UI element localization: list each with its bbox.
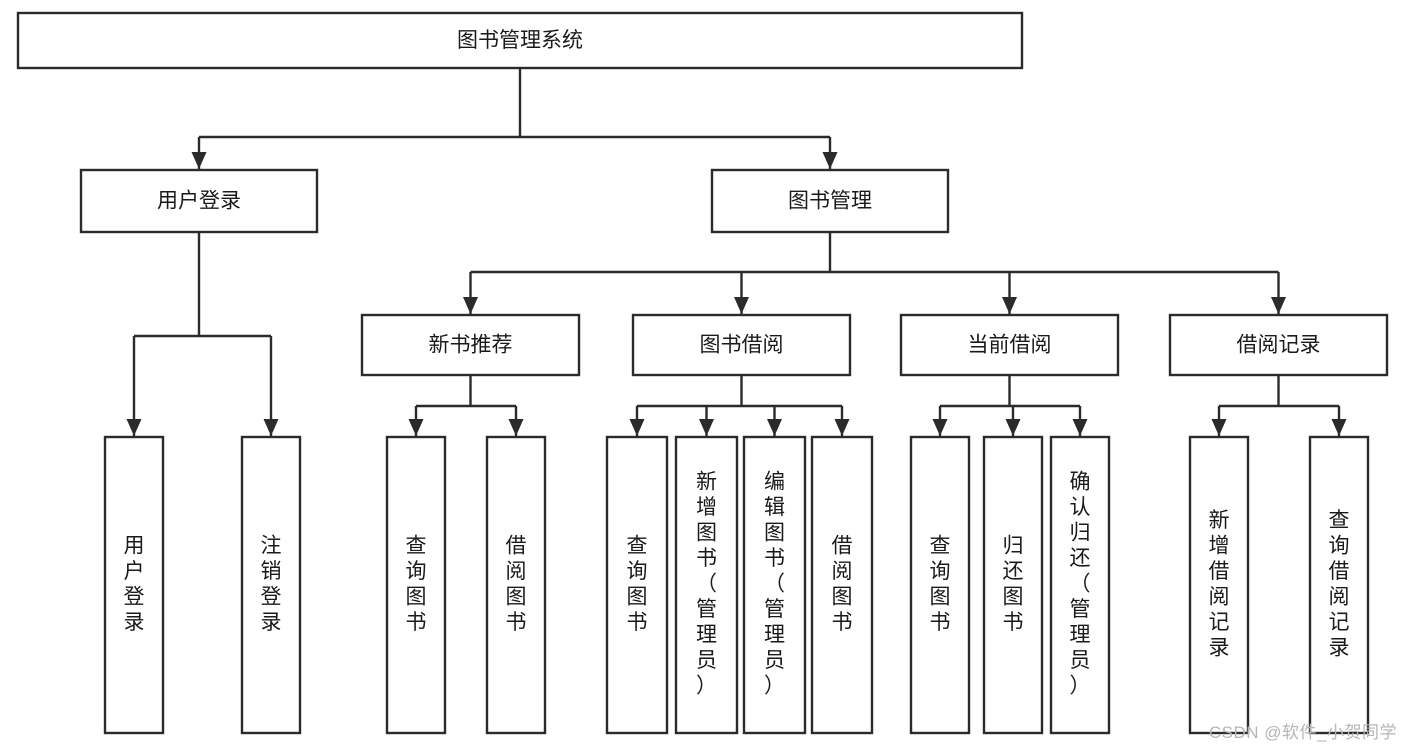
connectors-layer — [126, 68, 1347, 436]
level1-node-1-label: 图书管理 — [788, 190, 872, 213]
arrow-head-icon — [1072, 419, 1088, 436]
arrow-head-icon — [263, 419, 279, 436]
leaf-node-2-box[interactable] — [385, 435, 447, 735]
leaf-node-2-label: 查询图书 — [406, 534, 427, 634]
leaf-node-4-box[interactable] — [605, 435, 669, 735]
level2-node-0-box[interactable] — [360, 313, 581, 377]
level1-node-0-label: 用户登录 — [157, 190, 241, 213]
root-node-图书管理系统-box[interactable] — [16, 11, 1024, 70]
leaf-node-3-label: 借阅图书 — [506, 534, 527, 634]
level1-node-1-box[interactable] — [710, 168, 950, 234]
arrow-head-icon — [126, 419, 142, 436]
level2-node-3-box[interactable] — [1168, 313, 1389, 377]
leaf-node-12-label: 查询借阅记录 — [1329, 509, 1350, 660]
leaf-node-10-box[interactable] — [1049, 435, 1111, 735]
leaf-node-7-label: 借阅图书 — [832, 534, 853, 634]
arrow-head-icon — [463, 297, 478, 314]
leaf-node-1-label: 注销登录 — [261, 534, 282, 634]
leaf-node-1-box[interactable] — [240, 435, 302, 735]
arrow-head-icon — [508, 419, 524, 436]
arrow-head-icon — [699, 419, 714, 436]
leaf-node-3-box[interactable] — [485, 435, 547, 735]
arrow-head-icon — [1331, 419, 1347, 436]
level2-node-0-label: 新书推荐 — [429, 334, 513, 357]
boxes-layer: 图书管理系统用户登录图书管理新书推荐图书借阅当前借阅借阅记录用户登录注销登录查询… — [16, 11, 1389, 735]
leaf-node-5-box[interactable] — [674, 435, 739, 735]
leaf-node-12-box[interactable] — [1308, 435, 1370, 735]
arrow-head-icon — [629, 419, 645, 436]
leaf-node-9-label: 归还图书 — [1003, 534, 1024, 634]
level1-node-0-box[interactable] — [79, 168, 319, 234]
leaf-node-6-box[interactable] — [742, 435, 807, 735]
root-node-图书管理系统-label: 图书管理系统 — [457, 29, 583, 52]
arrow-head-icon — [1002, 297, 1017, 314]
level2-node-3-label: 借阅记录 — [1237, 334, 1321, 357]
arrow-head-icon — [767, 419, 782, 436]
leaf-node-5-label: 新增图书（管理员） — [696, 471, 717, 698]
arrow-head-icon — [822, 152, 838, 169]
arrow-head-icon — [1005, 419, 1021, 436]
leaf-node-7-box[interactable] — [810, 435, 874, 735]
level2-node-2-box[interactable] — [899, 313, 1120, 377]
level2-node-1-label: 图书借阅 — [700, 334, 784, 357]
leaf-node-6-label: 编辑图书（管理员） — [764, 471, 785, 698]
arrow-head-icon — [932, 419, 948, 436]
arrow-head-icon — [1271, 297, 1286, 314]
leaf-node-8-label: 查询图书 — [930, 534, 951, 634]
arrow-head-icon — [1211, 419, 1227, 436]
arrow-head-icon — [834, 419, 850, 436]
leaf-node-0-box[interactable] — [103, 435, 165, 735]
arrow-head-icon — [408, 419, 424, 436]
leaf-node-9-box[interactable] — [982, 435, 1044, 735]
arrow-head-icon — [734, 297, 749, 314]
leaf-node-11-box[interactable] — [1188, 435, 1250, 735]
leaf-node-10-label: 确认归还（管理员） — [1070, 471, 1091, 698]
leaf-node-11-label: 新增借阅记录 — [1209, 509, 1230, 660]
leaf-node-0-label: 用户登录 — [124, 534, 145, 634]
leaf-node-4-label: 查询图书 — [627, 534, 648, 634]
arrow-head-icon — [191, 152, 207, 169]
level2-node-1-box[interactable] — [631, 313, 852, 377]
level2-node-2-label: 当前借阅 — [968, 334, 1052, 357]
leaf-node-8-box[interactable] — [909, 435, 971, 735]
watermark-label: CSDN @软件_小贺同学 — [1208, 723, 1397, 742]
